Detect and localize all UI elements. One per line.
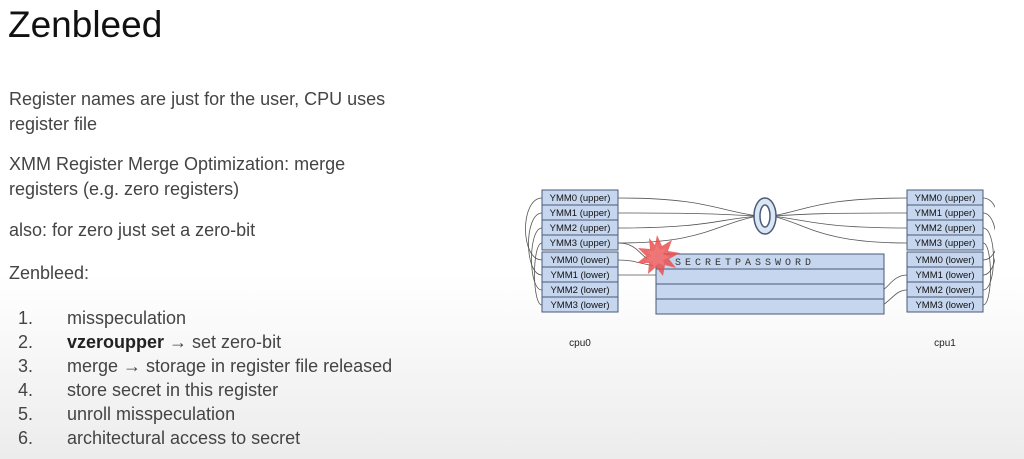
register-label: YMM0 (upper)	[915, 193, 976, 204]
paragraph-register-names: Register names are just for the user, CP…	[9, 89, 386, 134]
burst-icon	[637, 235, 680, 276]
register-label: YMM1 (lower)	[550, 270, 609, 281]
register-file-block: SECRETPASSWORD	[655, 253, 885, 315]
connection-wires	[525, 197, 995, 306]
secret-password-text: SECRETPASSWORD	[675, 258, 815, 269]
cpu1-register-stack: YMM0 (upper) YMM1 (upper) YMM2 (upper) Y…	[906, 189, 984, 313]
cpu0-label: cpu0	[569, 338, 591, 349]
cpu0-register-stack: YMM0 (upper) YMM1 (upper) YMM2 (upper) Y…	[541, 189, 619, 313]
register-file-row	[655, 298, 885, 315]
register-box	[906, 234, 984, 251]
register-label: YMM3 (upper)	[550, 238, 611, 249]
register-label: YMM1 (upper)	[550, 208, 611, 219]
register-box	[906, 296, 984, 313]
paragraph-zenbleed-heading: Zenbleed:	[9, 263, 90, 283]
register-label: YMM2 (upper)	[550, 223, 611, 234]
list-item: 2. vzeroupper → set zero-bit	[9, 330, 392, 354]
list-item: 5. unroll misspeculation	[9, 402, 392, 426]
paragraph-merge-optimization: XMM Register Merge Optimization: merge r…	[9, 154, 346, 199]
zenbleed-steps-list: 1. misspeculation 2. vzeroupper → set zero…	[9, 306, 392, 450]
register-label: YMM3 (lower)	[550, 300, 609, 311]
step-text: → set zero-bit	[164, 332, 282, 352]
register-label: YMM1 (lower)	[915, 270, 974, 281]
list-item: 6. architectural access to secret	[9, 426, 392, 450]
list-item: 1. misspeculation	[9, 306, 392, 330]
step-text: architectural access to secret	[67, 428, 301, 448]
slide-title: Zenbleed	[8, 4, 163, 45]
step-text: misspeculation	[67, 308, 187, 328]
step-text: store secret in this register	[67, 380, 279, 400]
register-label: YMM3 (lower)	[915, 300, 974, 311]
register-label: YMM0 (lower)	[915, 255, 974, 266]
step-number: 2.	[18, 332, 34, 352]
register-label: YMM3 (upper)	[915, 238, 976, 249]
register-label: YMM0 (upper)	[550, 193, 611, 204]
step-number: 1.	[18, 308, 34, 328]
register-label: YMM1 (upper)	[915, 208, 976, 219]
register-box	[541, 296, 619, 313]
register-box	[541, 234, 619, 251]
multiplexer-ring	[753, 197, 777, 235]
register-file-row	[655, 268, 885, 285]
list-item: 4. store secret in this register	[9, 378, 392, 402]
step-number: 6.	[18, 428, 34, 448]
register-label: YMM2 (lower)	[550, 285, 609, 296]
step-number: 4.	[18, 380, 34, 400]
step-keyword: vzeroupper	[67, 332, 165, 352]
register-label: YMM0 (lower)	[550, 255, 609, 266]
step-text: merge → storage in register file release…	[67, 356, 393, 376]
step-number: 3.	[18, 356, 34, 376]
step-number: 5.	[18, 404, 34, 424]
paragraph-zero-bit: also: for zero just set a zero-bit	[9, 220, 256, 240]
list-item: 3. merge → storage in register file relea…	[9, 354, 392, 378]
register-file-diagram: YMM0 (upper) YMM1 (upper) YMM2 (upper) Y…	[525, 189, 995, 349]
step-text: unroll misspeculation	[67, 404, 236, 424]
register-file-row	[655, 283, 885, 300]
register-label: YMM2 (upper)	[915, 223, 976, 234]
cpu1-label: cpu1	[934, 338, 956, 349]
register-label: YMM2 (lower)	[915, 285, 974, 296]
